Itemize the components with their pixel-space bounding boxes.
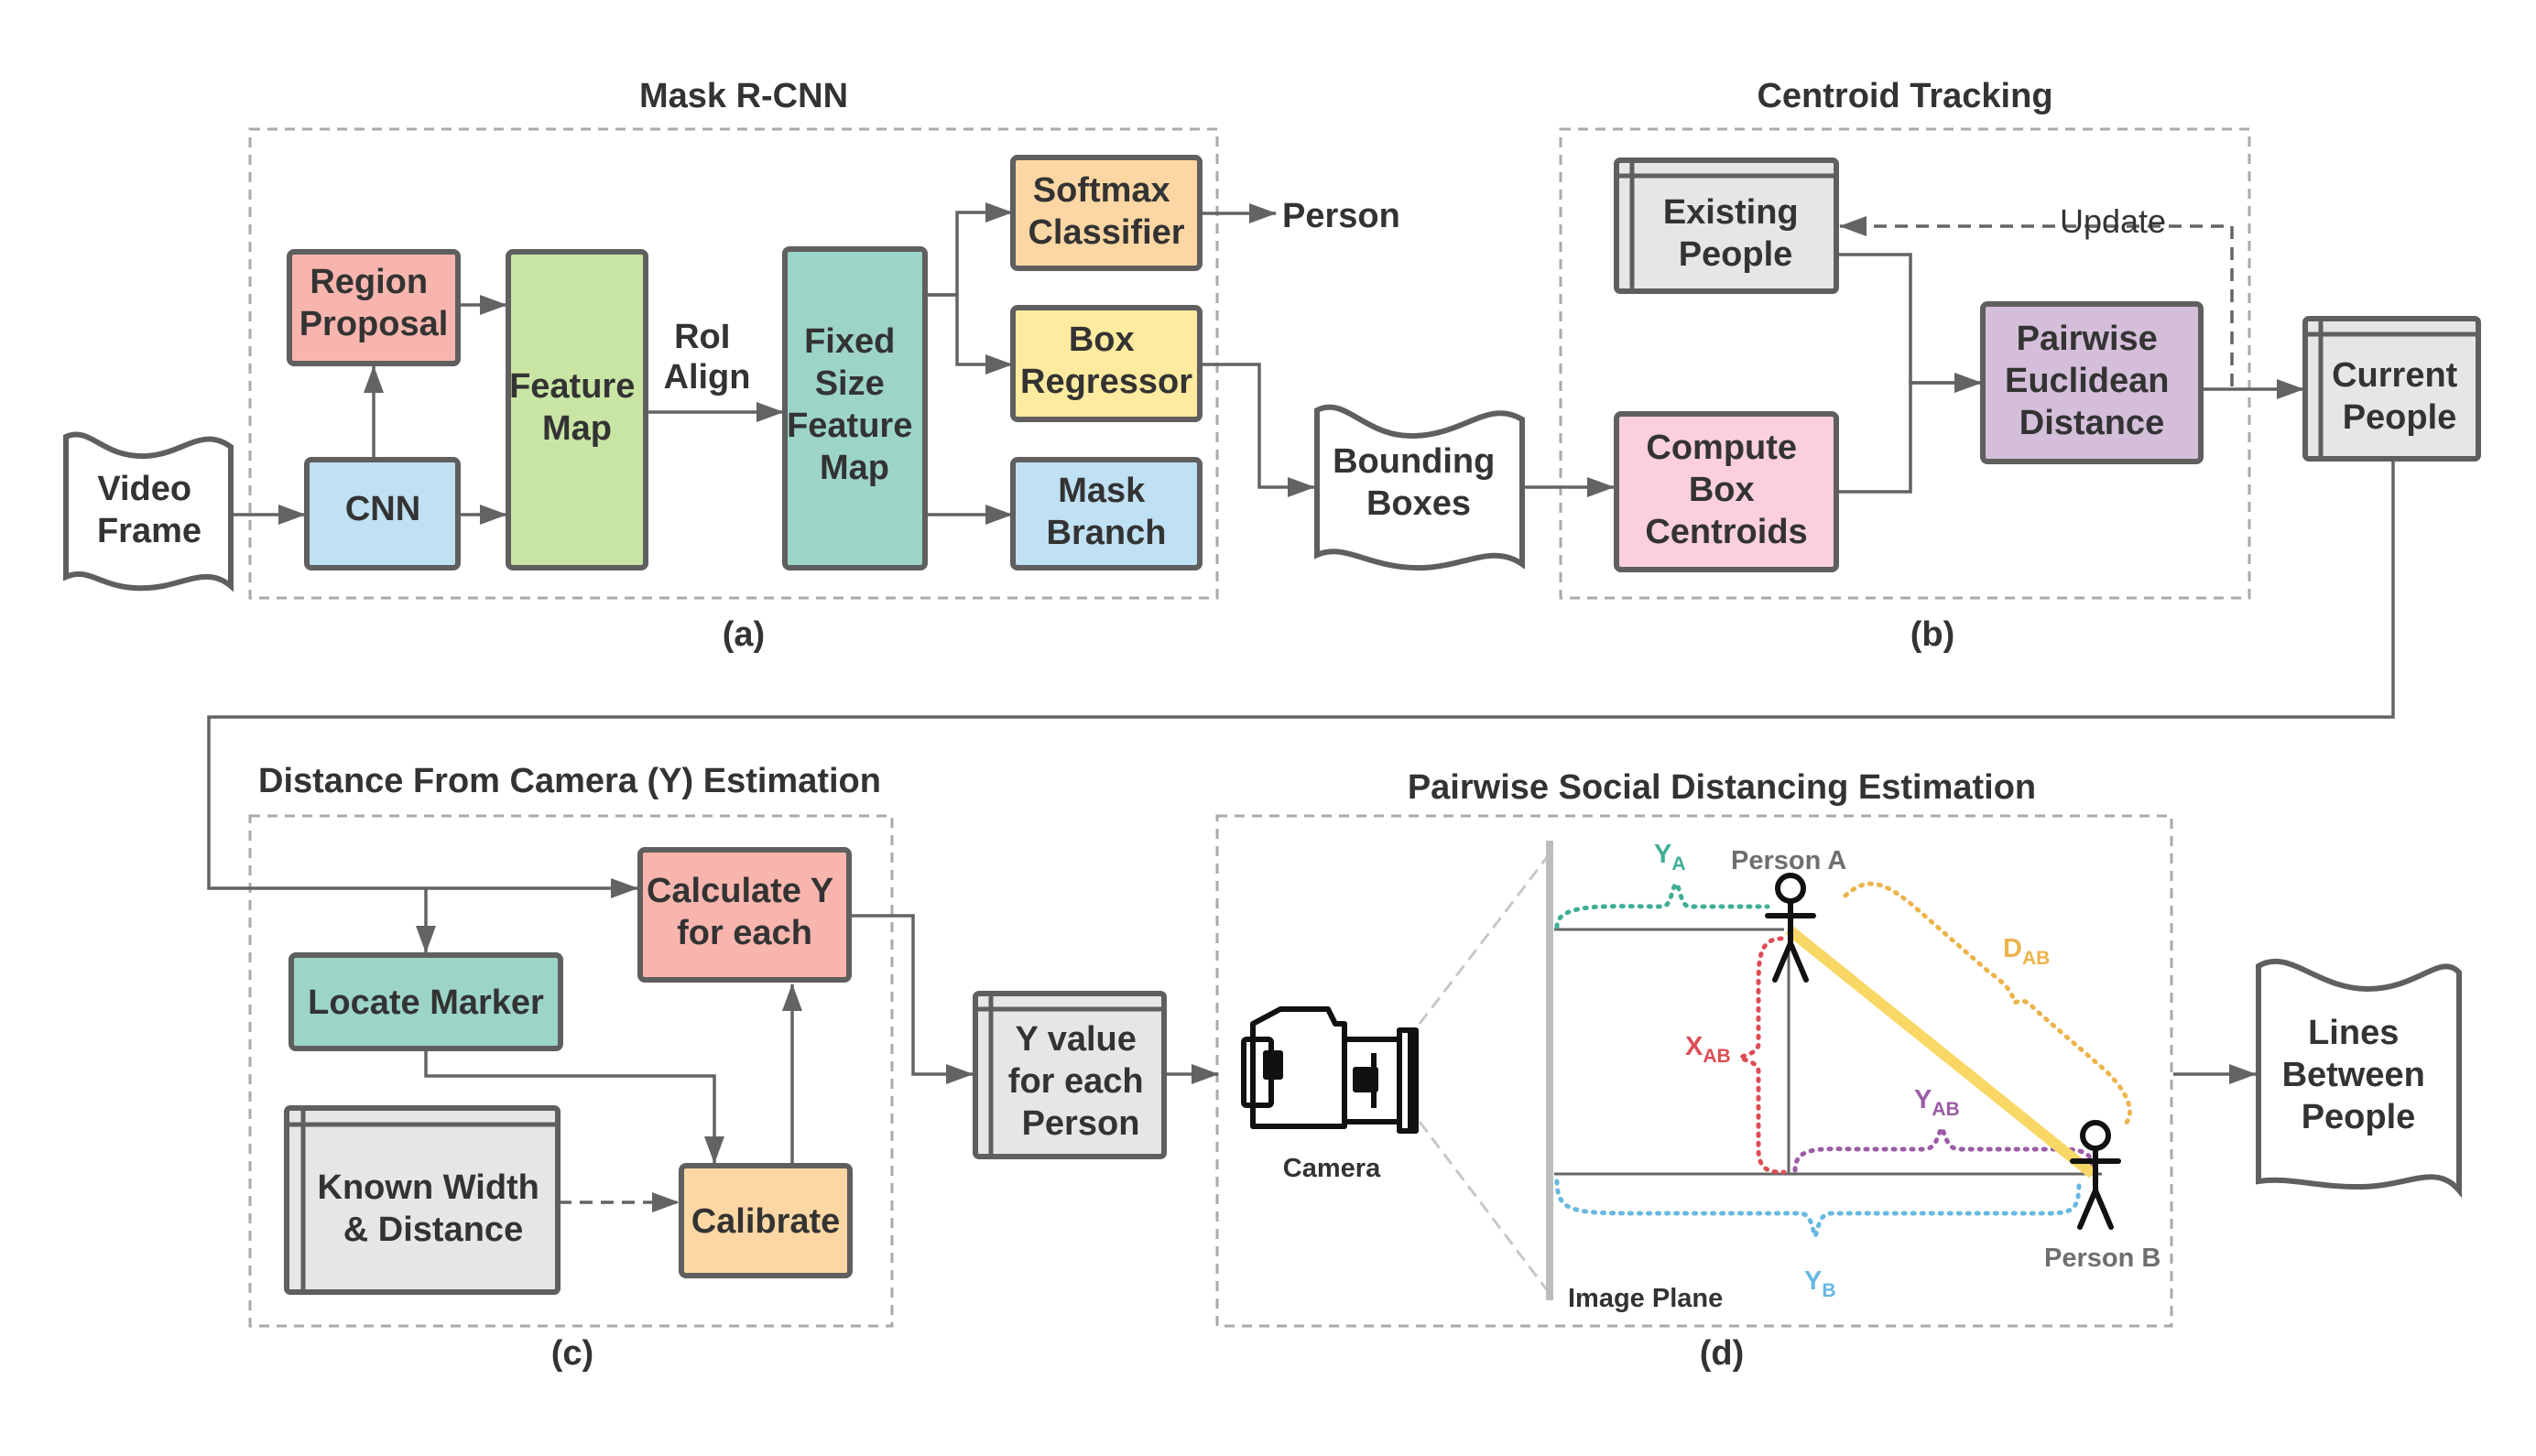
- video-frame-label: Video Frame: [97, 470, 201, 550]
- softmax-classifier-label: Softmax Classifier: [1028, 171, 1184, 252]
- y-a-label: YA: [1654, 840, 1686, 875]
- calculate-y-label: Calculate Y for each: [647, 872, 843, 952]
- y-value-label: Y value for each Person: [1008, 1020, 1153, 1143]
- edge-fixed-to-box-regressor: [928, 293, 1013, 375]
- edge-calculate-to-yvalue: [849, 914, 974, 1084]
- camera-icon: [1241, 1006, 1419, 1134]
- caption-a: (a): [723, 615, 765, 654]
- fov-line-top: [1418, 855, 1550, 1025]
- d-ab-dotted-brace: [1843, 881, 2132, 1129]
- social-distancing-frame: [1215, 814, 2173, 1328]
- section-title-social-distancing: Pairwise Social Distancing Estimation: [1408, 768, 2036, 807]
- update-label: Update: [2060, 202, 2166, 240]
- section-title-distance-estimation: Distance From Camera (Y) Estimation: [258, 762, 881, 800]
- image-plane-label: Image Plane: [1568, 1284, 1723, 1313]
- lines-between-people-label: Lines Between People: [2282, 1014, 2435, 1136]
- current-people-label: Current People: [2332, 356, 2467, 437]
- edge-existing-to-pairwise: [1837, 253, 1982, 393]
- caption-d: (d): [1700, 1334, 1745, 1373]
- node-cnn: CNN: [304, 457, 461, 570]
- bounding-boxes-label: Bounding Boxes: [1333, 442, 1505, 523]
- edge-compute-to-pairwise: [1837, 373, 1982, 494]
- node-region-proposal: Region Proposal: [287, 249, 461, 366]
- y-b-label: YB: [1804, 1266, 1836, 1301]
- distance-estimation-frame: [248, 814, 894, 1328]
- node-lines-between-people: Lines Between People: [2256, 958, 2462, 1199]
- node-softmax-classifier: Softmax Classifier: [1010, 155, 1203, 271]
- node-calculate-y: Calculate Y for each: [637, 847, 852, 983]
- edge-current-to-calculate: [207, 461, 2395, 898]
- person-b-label: Person B: [2044, 1244, 2160, 1273]
- y-ab-label: YAB: [1914, 1085, 1960, 1120]
- edge-box-to-bounding-boxes: [1201, 363, 1315, 497]
- box-regressor-label: Box Regressor: [1020, 321, 1192, 401]
- caption-b: (b): [1910, 615, 1955, 654]
- section-title-mask-rcnn: Mask R-CNN: [639, 77, 848, 115]
- node-y-value-for-each-person: Y value for each Person: [973, 991, 1167, 1159]
- edge-locate-to-calibrate: [424, 1051, 724, 1164]
- section-title-centroid-tracking: Centroid Tracking: [1757, 77, 2052, 115]
- node-calibrate: Calibrate: [679, 1163, 853, 1278]
- distance-line-a-to-b: [1785, 925, 2096, 1179]
- pairwise-euclidean-distance-label: Pairwise Euclidean Distance: [2005, 320, 2179, 442]
- cnn-label: CNN: [345, 490, 420, 528]
- fov-line-bottom: [1418, 1121, 1550, 1292]
- x-ab-dotted-brace: [1736, 936, 1787, 1175]
- roi-align-label: RoI Align: [664, 318, 751, 397]
- existing-people-label: Existing People: [1663, 193, 1808, 274]
- person-b-figure: [2070, 1120, 2121, 1230]
- region-proposal-label: Region Proposal: [299, 263, 449, 343]
- camera-label: Camera: [1283, 1154, 1381, 1183]
- known-width-distance-label: Known Width & Distance: [318, 1168, 550, 1249]
- node-existing-people: Existing People: [1614, 158, 1839, 294]
- mask-branch-label: Mask Branch: [1047, 472, 1167, 552]
- caption-c: (c): [551, 1334, 593, 1373]
- person-a-label: Person A: [1731, 846, 1846, 875]
- locate-marker-label: Locate Marker: [308, 983, 544, 1022]
- node-video-frame: Video Frame: [63, 431, 234, 592]
- person-output-label: Person: [1282, 197, 1400, 235]
- edge-fixed-to-softmax: [928, 202, 1013, 297]
- node-mask-branch: Mask Branch: [1010, 457, 1203, 570]
- node-bounding-boxes: Bounding Boxes: [1314, 404, 1525, 571]
- node-pairwise-euclidean-distance: Pairwise Euclidean Distance: [1980, 301, 2204, 464]
- y-a-dotted-brace: [1554, 880, 1770, 929]
- y-b-dotted-brace: [1554, 1179, 2082, 1243]
- node-locate-marker: Locate Marker: [288, 952, 563, 1051]
- node-current-people: Current People: [2302, 316, 2481, 462]
- node-feature-map: Feature Map: [506, 249, 648, 570]
- edge-update-to-existing: [1839, 216, 2234, 386]
- node-compute-box-centroids: Compute Box Centroids: [1614, 411, 1839, 572]
- d-ab-label: DAB: [2003, 934, 2050, 969]
- centroid-tracking-frame: [1559, 127, 2251, 600]
- node-known-width-distance: Known Width & Distance: [284, 1105, 561, 1295]
- feature-map-label: Feature Map: [509, 367, 645, 448]
- fixed-size-feature-map-label: Fixed Size Feature Map: [787, 322, 922, 487]
- x-ab-label: XAB: [1685, 1032, 1731, 1067]
- compute-box-centroids-label: Compute Box Centroids: [1645, 429, 1807, 551]
- person-a-figure: [1765, 873, 1816, 983]
- node-box-regressor: Box Regressor: [1010, 305, 1203, 422]
- y-ab-dotted-brace: [1792, 1124, 2095, 1173]
- social-distancing-scene: Image Plane Camera: [1241, 840, 2160, 1313]
- node-fixed-size-feature-map: Fixed Size Feature Map: [782, 246, 928, 570]
- calibrate-label: Calibrate: [691, 1202, 841, 1241]
